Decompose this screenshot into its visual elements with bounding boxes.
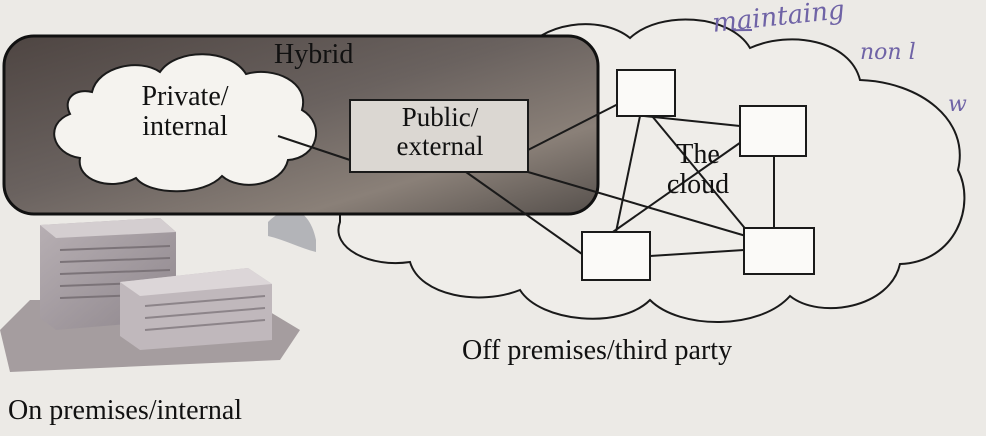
private-cloud-shape xyxy=(53,53,318,193)
cloud-node-bottom-left xyxy=(581,231,651,281)
handwritten-note-line2: non l xyxy=(860,40,916,65)
the-cloud-label: The cloud xyxy=(666,139,730,201)
on-premises-building-image xyxy=(0,218,300,372)
shadow-smudge xyxy=(268,210,316,252)
public-cloud-label: Public/ external xyxy=(396,102,484,162)
cloud-node-right xyxy=(739,105,807,157)
on-premises-label: On premises/internal xyxy=(8,395,243,426)
cloud-node-top xyxy=(616,69,676,117)
off-premises-label: Off premises/third party xyxy=(462,335,733,366)
handwritten-note-line3: w xyxy=(948,92,967,117)
public-cloud-box xyxy=(349,99,529,173)
hybrid-label: Hybrid xyxy=(274,39,354,70)
connection-lines xyxy=(277,101,775,257)
cloud-node-bottom-right xyxy=(743,227,815,275)
private-cloud-label: Private/ internal xyxy=(141,81,229,143)
